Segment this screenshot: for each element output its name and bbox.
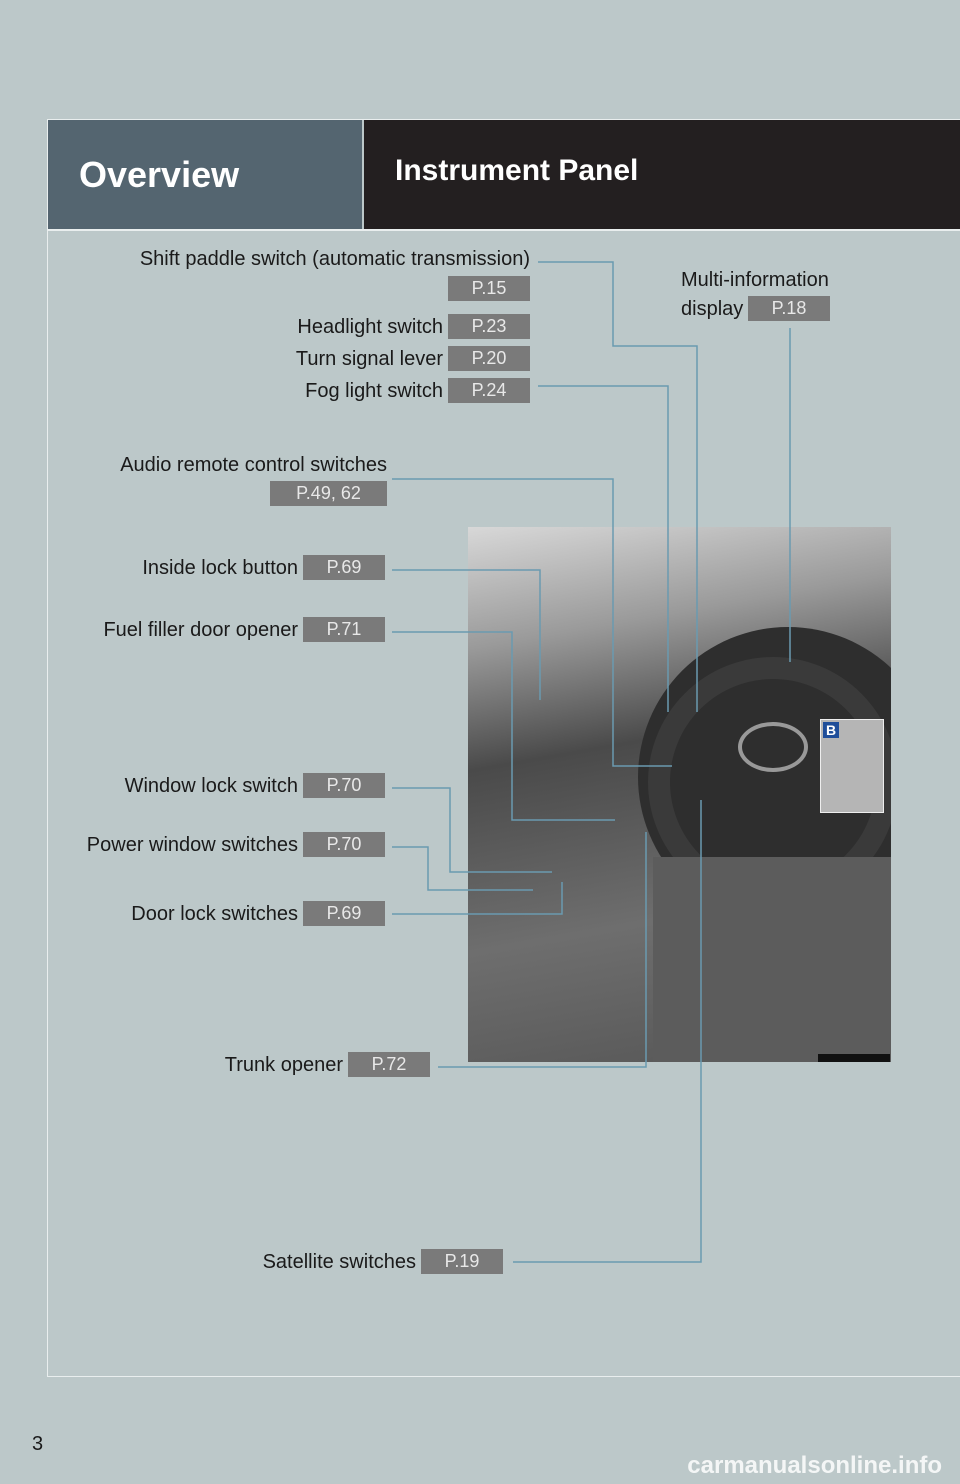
page-ref-inside-lock[interactable]: P.69 xyxy=(303,555,385,580)
label-turn-signal: Turn signal lever xyxy=(295,348,443,370)
label-power-window: Power window switches xyxy=(86,834,298,856)
label-fog-light: Fog light switch xyxy=(305,380,443,402)
section-header: Overview xyxy=(48,120,362,229)
page-ref-shift-paddle[interactable]: P.15 xyxy=(448,276,530,301)
label-multi-info: Multi-information xyxy=(681,269,829,291)
label-trunk-opener: Trunk opener xyxy=(224,1054,343,1076)
label-inside-lock: Inside lock button xyxy=(142,557,298,579)
header-divider xyxy=(47,229,960,231)
lexus-logo-icon xyxy=(738,722,808,772)
label-audio-remote: Audio remote control switches xyxy=(120,454,387,476)
label-headlight: Headlight switch xyxy=(297,316,443,338)
page-ref-fog-light[interactable]: P.24 xyxy=(448,378,530,403)
instrument-panel-photo: B xyxy=(468,527,891,1062)
watermark: carmanualsonline.info xyxy=(687,1452,942,1479)
label-satellite: Satellite switches xyxy=(262,1251,416,1273)
page-number: 3 xyxy=(32,1433,44,1455)
page-ref-turn-signal[interactable]: P.20 xyxy=(448,346,530,371)
page-ref-headlight[interactable]: P.23 xyxy=(448,314,530,339)
floor xyxy=(653,857,891,1062)
label-door-lock: Door lock switches xyxy=(131,903,298,925)
label-window-lock: Window lock switch xyxy=(124,775,298,797)
inset-image: B xyxy=(820,719,884,813)
page-frame xyxy=(47,119,960,1377)
label-fuel-filler: Fuel filler door opener xyxy=(103,619,298,641)
inset-badge: B xyxy=(823,722,840,738)
page-ref-trunk-opener[interactable]: P.72 xyxy=(348,1052,430,1077)
label-shift-paddle: Shift paddle switch (automatic transmiss… xyxy=(139,248,530,270)
page-ref-window-lock[interactable]: P.70 xyxy=(303,773,385,798)
section-title: Overview xyxy=(79,154,240,195)
label-multi-info-2: display xyxy=(681,298,744,320)
image-code xyxy=(818,1054,890,1062)
page-ref-multi-info[interactable]: P.18 xyxy=(748,296,830,321)
page-title: Instrument Panel xyxy=(395,154,639,187)
page-ref-door-lock[interactable]: P.69 xyxy=(303,901,385,926)
page-header: Instrument Panel xyxy=(364,120,960,229)
page-ref-audio-remote[interactable]: P.49, 62 xyxy=(270,481,387,506)
page-ref-satellite[interactable]: P.19 xyxy=(421,1249,503,1274)
page-ref-power-window[interactable]: P.70 xyxy=(303,832,385,857)
page-ref-fuel-filler[interactable]: P.71 xyxy=(303,617,385,642)
